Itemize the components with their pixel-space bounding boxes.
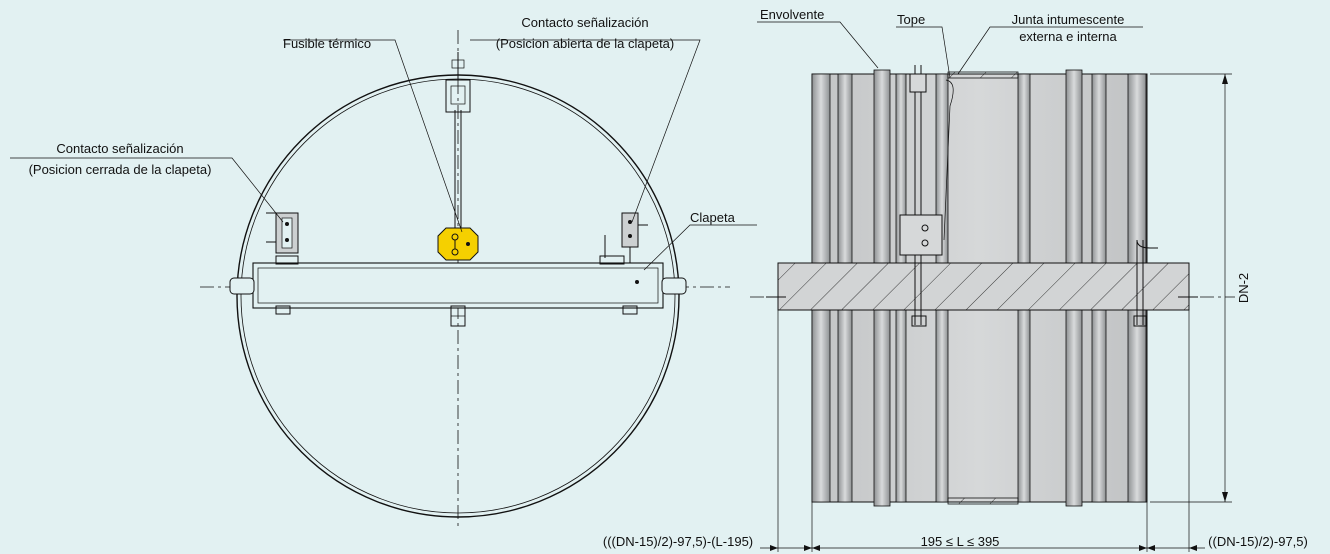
label-clapeta: Clapeta [690,210,736,225]
label-junta-2: externa e interna [1019,29,1117,44]
leader-contact-open [470,39,701,223]
blade-edge [252,262,664,309]
leader-tope [896,26,951,79]
leader-contact-closed [10,157,284,223]
label-contact-open-2: (Posicion abierta de la clapeta) [496,36,675,51]
leader-clapeta [643,224,757,271]
label-contact-open-1: Contacto señalización [521,15,648,30]
side-view [750,21,1235,552]
blade-section [777,262,1190,311]
leader-fusible [283,39,463,233]
label-dim-mid: 195 ≤ L ≤ 395 [921,534,1000,549]
thermal-fuse-icon [437,227,479,261]
blade-bolts [275,255,639,327]
label-contact-closed-1: Contacto señalización [56,141,183,156]
shaft-end-left [229,277,255,295]
label-dim-left: (((DN-15)/2)-97,5)-(L-195) [603,534,753,549]
side-mechanism [899,65,1158,327]
label-envolvente: Envolvente [760,7,824,22]
label-tope: Tope [897,12,925,27]
label-junta-1: Junta intumescente [1012,12,1125,27]
contact-open-icon [604,212,648,263]
dimension-dn [1150,73,1232,503]
label-contact-closed-2: (Posicion cerrada de la clapeta) [29,162,212,177]
contact-closed-icon [266,212,299,254]
intumescent-gasket-bottom [947,497,1019,505]
label-dim-right: ((DN-15)/2)-97,5) [1208,534,1308,549]
intumescent-gasket-top [947,71,1019,79]
label-fusible: Fusible térmico [283,36,371,51]
labels: Fusible térmico Contacto señalización (P… [29,7,1308,549]
blade-inner-edge [257,267,659,304]
dimension-bottom [760,310,1205,552]
shaft-end-right [661,277,687,295]
leader-envolvente [757,21,879,69]
front-view [10,30,757,530]
leader-junta [957,26,1143,75]
label-dn: DN-2 [1236,273,1251,303]
